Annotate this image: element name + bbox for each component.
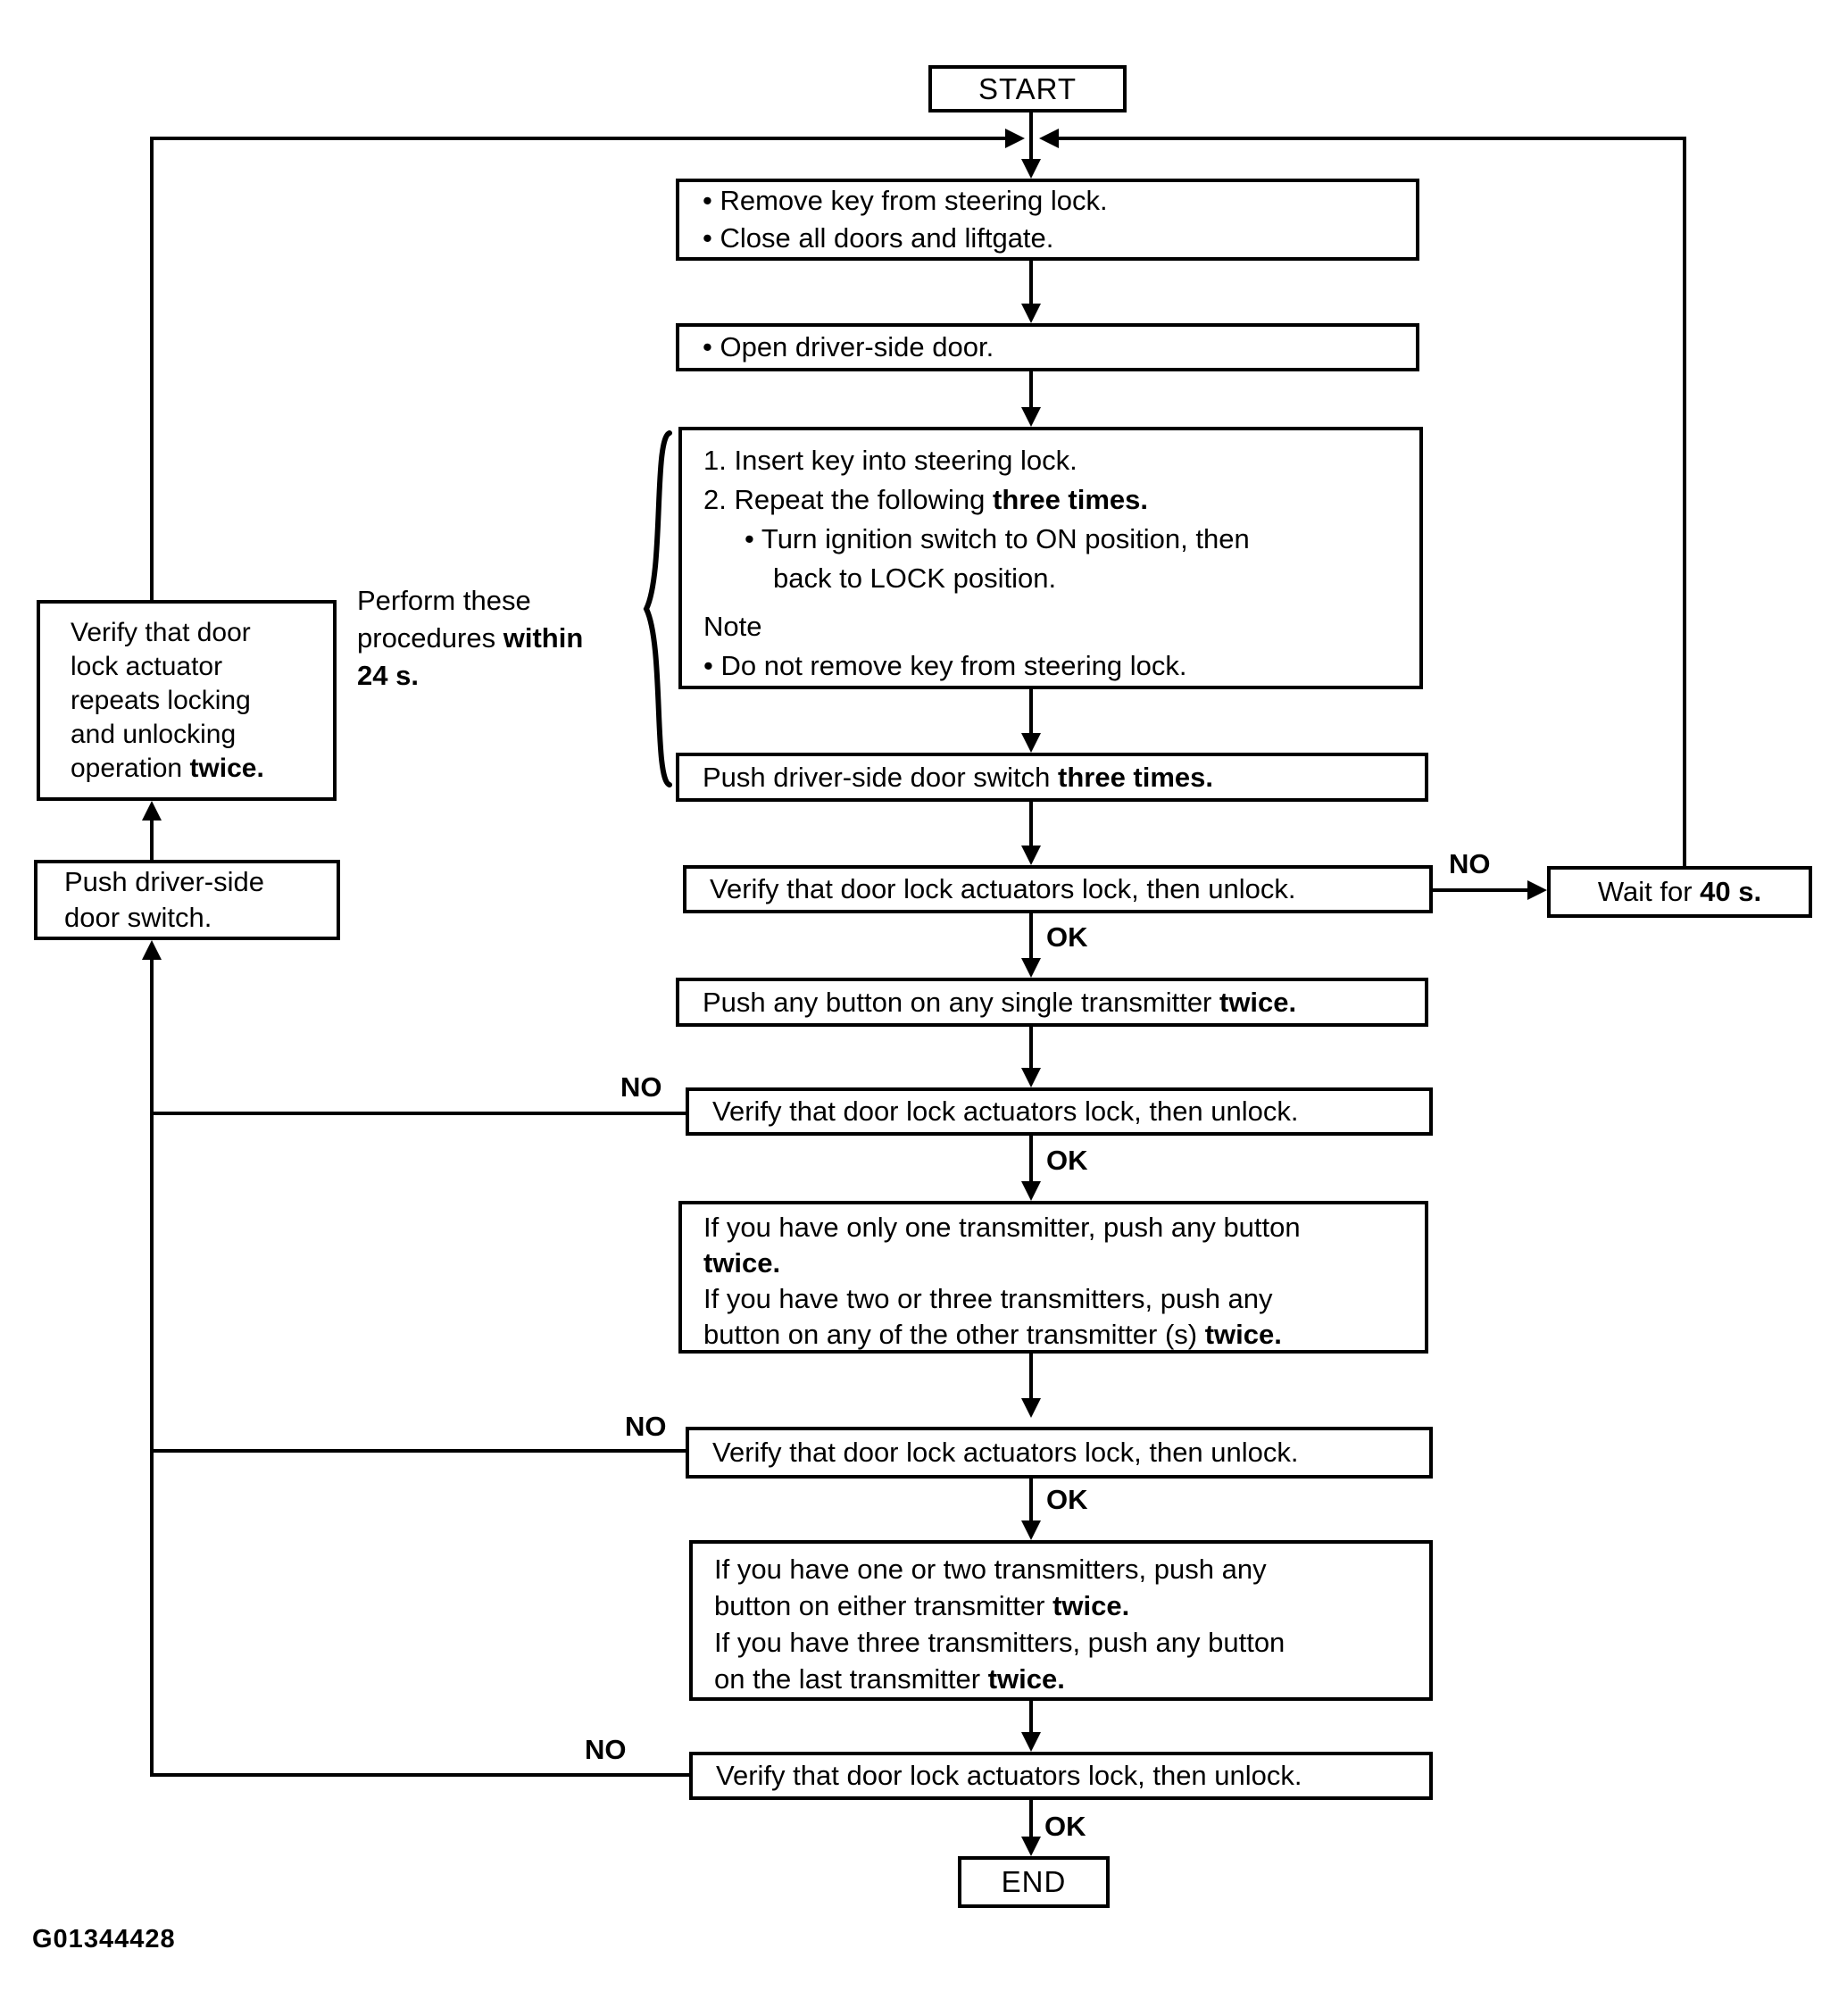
connector-line [1029, 689, 1033, 733]
connector-line [1029, 1354, 1033, 1398]
wait-40s-text: Wait for 40 s. [1597, 876, 1762, 907]
no-feedback-line-3 [154, 1449, 686, 1453]
arrow-into-push-door-switch [1021, 733, 1041, 753]
ok-label-3: OK [1046, 1484, 1088, 1515]
step-open-door-box: • Open driver-side door. [676, 323, 1419, 371]
connector-line [1029, 371, 1033, 407]
left-return-arrowhead [1005, 129, 1025, 148]
no-label-4: NO [585, 1734, 627, 1765]
no-label-3: NO [625, 1411, 667, 1442]
arrow-into-wait [1527, 880, 1547, 900]
start-stem-line [1029, 112, 1033, 162]
arrow-into-left-verify [142, 801, 162, 821]
start-terminal: START [928, 65, 1127, 112]
arrow-into-push-any-button [1021, 958, 1041, 978]
right-return-top-line [1052, 137, 1686, 140]
connector-line [150, 805, 154, 860]
verify-actuators-box-3: Verify that door lock actuators lock, th… [686, 1427, 1433, 1479]
connector-line [1029, 1479, 1033, 1521]
left-return-vertical-line [150, 137, 154, 600]
arrow-into-end [1021, 1837, 1041, 1856]
connector-line [1029, 1027, 1033, 1068]
right-return-arrowhead [1039, 129, 1059, 148]
step-remove-key-box: • Remove key from steering lock.• Close … [676, 179, 1419, 261]
ok-label-2: OK [1046, 1145, 1088, 1176]
connector-line [1029, 261, 1033, 304]
no-line-to-wait [1433, 888, 1527, 892]
arrow-into-ignition-sequence [1021, 407, 1041, 427]
arrow-into-remove-key [1021, 159, 1041, 179]
start-label: START [978, 71, 1077, 105]
left-feedback-vertical-line [150, 945, 154, 1777]
connector-line [1029, 1701, 1033, 1733]
arrow-into-verify-3 [1021, 1398, 1041, 1418]
no-feedback-line-2 [154, 1112, 686, 1115]
step-remove-key-text: • Remove key from steering lock.• Close … [703, 185, 1108, 254]
no-label-1: NO [1449, 848, 1491, 879]
step-one-transmitter-text: If you have only one transmitter, push a… [703, 1212, 1301, 1350]
step-push-any-button-text: Push any button on any single transmitte… [703, 986, 1297, 1018]
connector-line [1029, 1136, 1033, 1182]
wait-40s-box: Wait for 40 s. [1547, 866, 1812, 918]
end-label: END [1001, 1865, 1067, 1898]
verify-actuators-text-2: Verify that door lock actuators lock, th… [712, 1095, 1299, 1127]
arrow-into-verify-4 [1021, 1732, 1041, 1752]
verify-actuators-box-4: Verify that door lock actuators lock, th… [689, 1752, 1433, 1800]
arrow-into-verify-2 [1021, 1068, 1041, 1087]
verify-actuators-text-3: Verify that door lock actuators lock, th… [712, 1437, 1299, 1468]
arrow-into-verify-1 [1021, 846, 1041, 865]
step-push-door-switch-text: Push driver-side door switch three times… [703, 761, 1214, 793]
connector-line [1029, 1800, 1033, 1837]
verify-actuators-text-1: Verify that door lock actuators lock, th… [710, 873, 1296, 904]
arrow-into-one-transmitter [1021, 1181, 1041, 1201]
verify-actuators-text-4: Verify that door lock actuators lock, th… [716, 1760, 1302, 1791]
brace-within-24s [643, 430, 672, 787]
figure-id: G01344428 [32, 1925, 176, 1954]
connector-line [1029, 802, 1033, 846]
step-open-door-text: • Open driver-side door. [703, 331, 994, 362]
verify-actuators-box-1: Verify that door lock actuators lock, th… [683, 865, 1433, 913]
step-one-or-two-transmitters-box: If you have one or two transmitters, pus… [689, 1540, 1433, 1701]
step-ignition-sequence-text: 1. Insert key into steering lock.2. Repe… [703, 445, 1250, 681]
left-return-top-line [152, 137, 1007, 140]
connector-line [1029, 913, 1033, 960]
step-one-or-two-transmitters-text: If you have one or two transmitters, pus… [714, 1554, 1285, 1695]
no-label-2: NO [620, 1071, 662, 1103]
arrow-into-left-push-switch [142, 940, 162, 960]
ok-label-1: OK [1046, 921, 1088, 953]
arrow-into-open-door [1021, 304, 1041, 323]
ok-label-4: OK [1044, 1811, 1086, 1842]
step-push-any-button-box: Push any button on any single transmitte… [676, 978, 1428, 1027]
right-return-vertical-line [1683, 137, 1686, 866]
end-terminal: END [958, 1856, 1110, 1908]
no-feedback-line-4 [154, 1773, 689, 1777]
verify-actuators-box-2: Verify that door lock actuators lock, th… [686, 1087, 1433, 1136]
step-ignition-sequence-box: 1. Insert key into steering lock.2. Repe… [678, 427, 1423, 689]
arrow-into-one-or-two-transmitters [1021, 1520, 1041, 1540]
step-one-transmitter-box: If you have only one transmitter, push a… [678, 1201, 1428, 1354]
step-push-door-switch-box: Push driver-side door switch three times… [676, 753, 1428, 802]
